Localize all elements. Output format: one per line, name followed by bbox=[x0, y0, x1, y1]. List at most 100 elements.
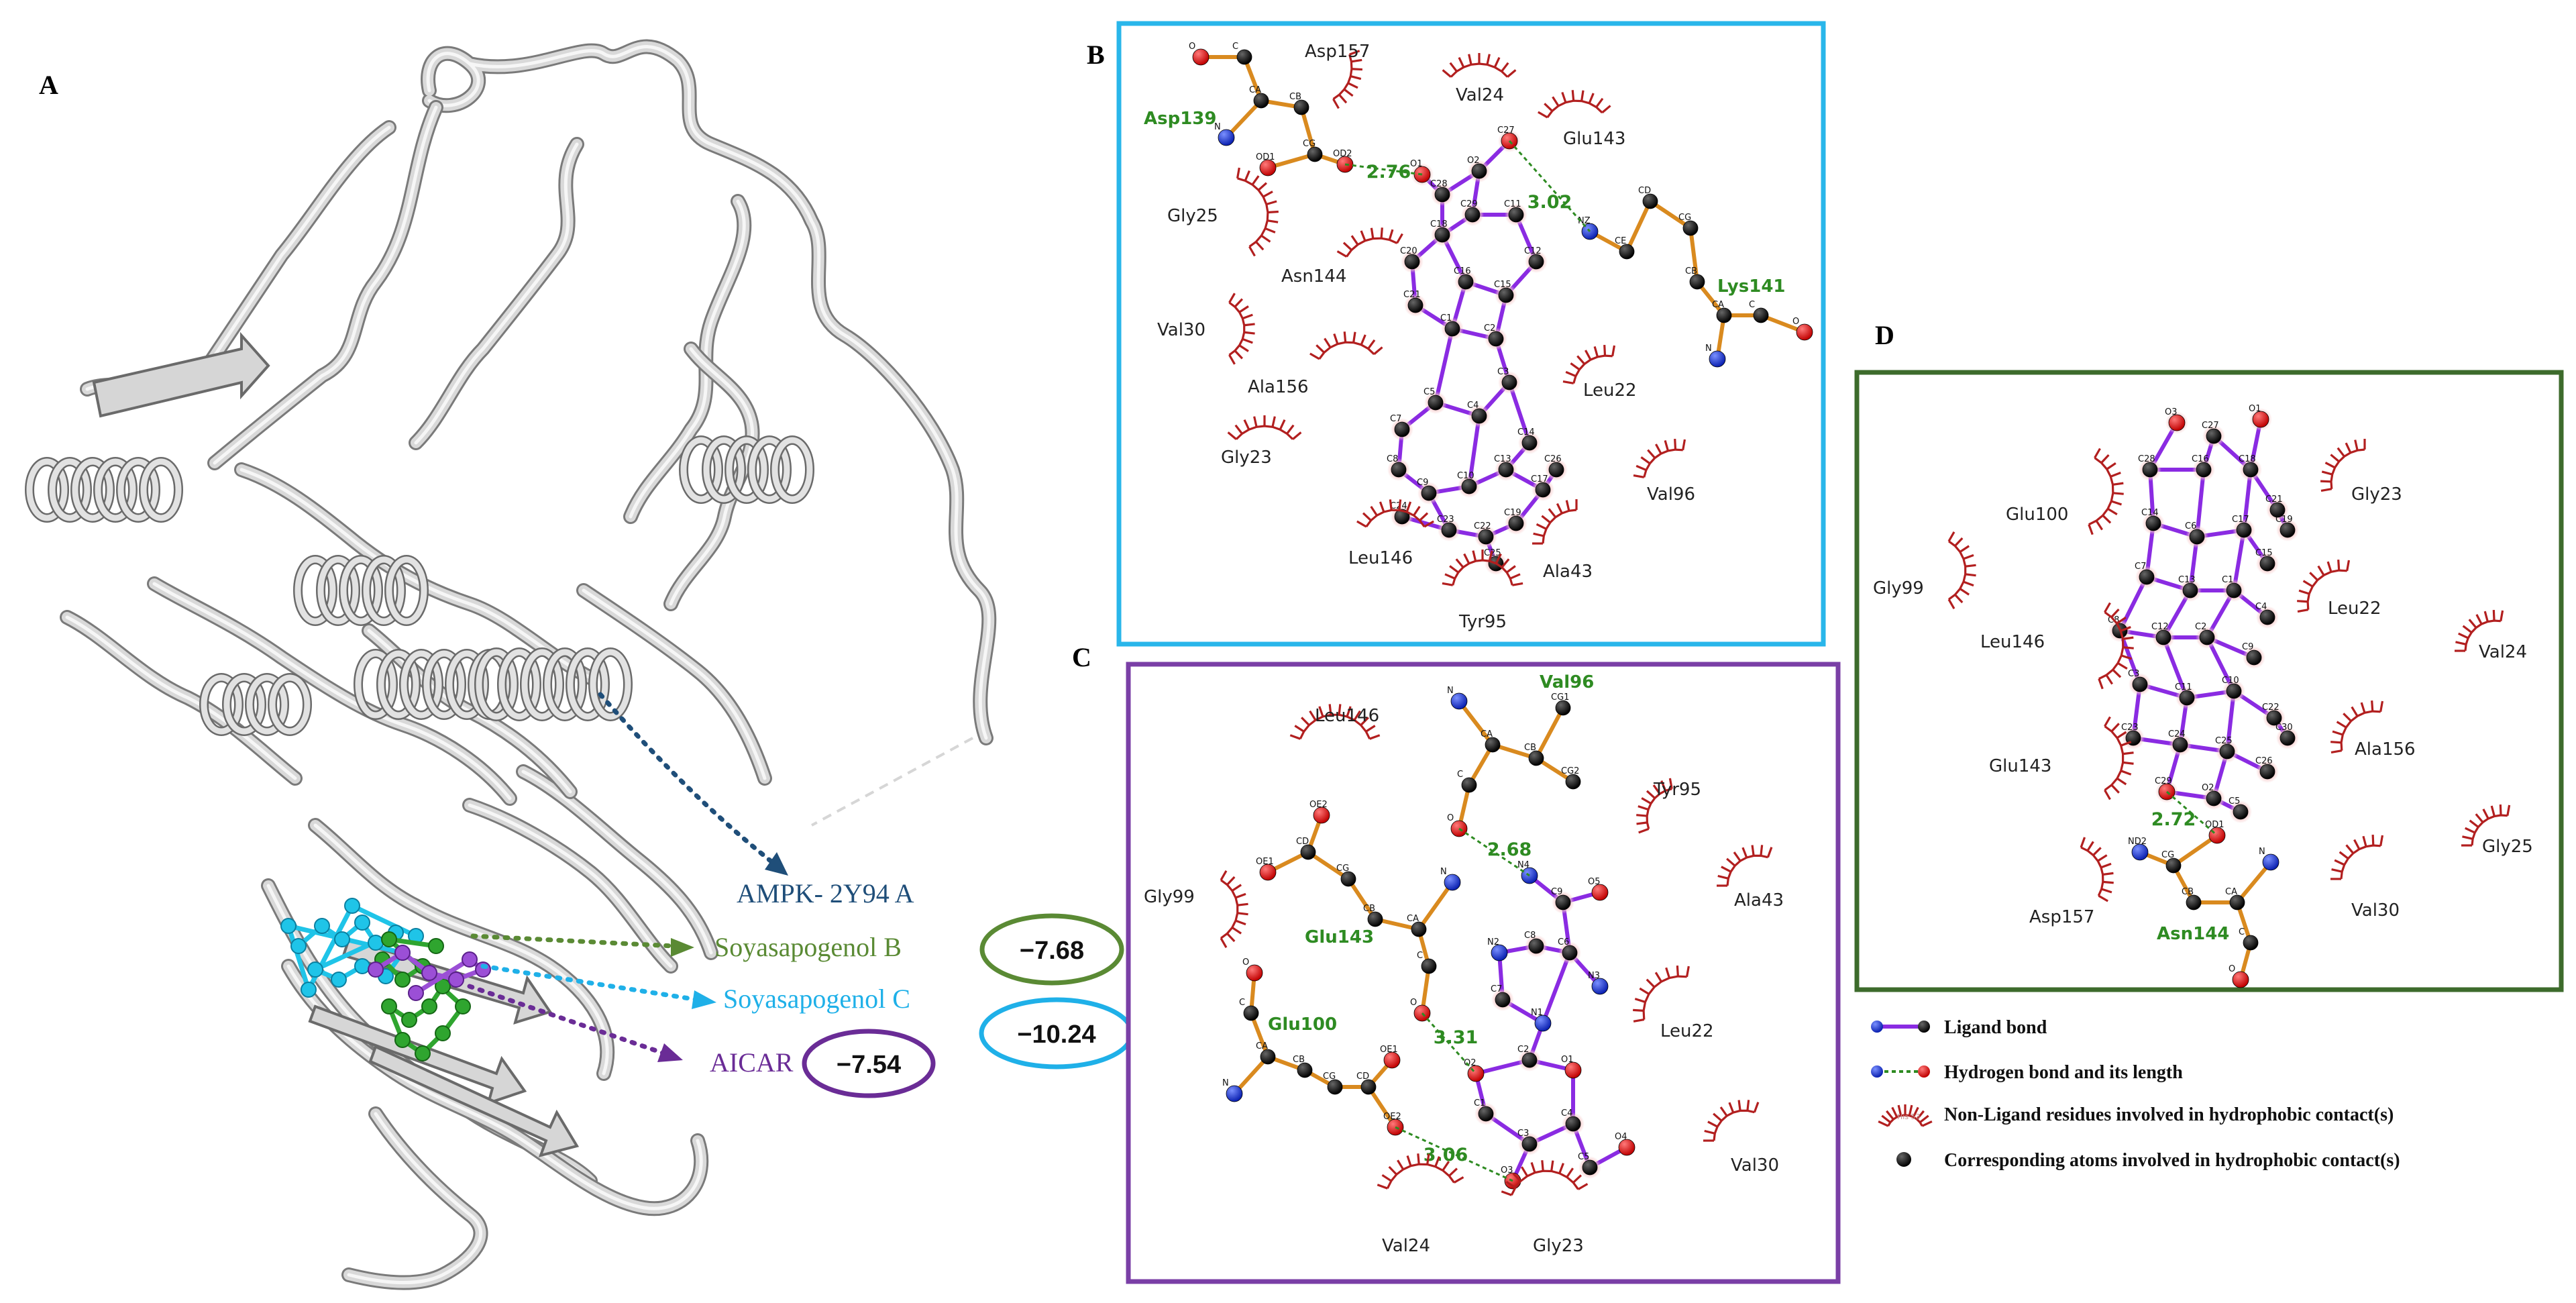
arc-spoke bbox=[2297, 600, 2308, 603]
ligand-ball bbox=[354, 915, 370, 931]
arc-spoke bbox=[1342, 242, 1352, 251]
atom-label: OD2 bbox=[1333, 149, 1352, 159]
arc-spoke bbox=[1234, 424, 1243, 435]
carbon-atom bbox=[1485, 737, 1501, 753]
atom-label: CB bbox=[1293, 1055, 1305, 1065]
arc-spoke bbox=[1236, 167, 1240, 179]
atom-label: C26 bbox=[1544, 454, 1562, 464]
residue-label: Asp157 bbox=[1305, 42, 1370, 62]
arc-curve bbox=[2330, 448, 2365, 489]
atom-label: C3 bbox=[1497, 367, 1509, 377]
atom-label: OD1 bbox=[2205, 820, 2224, 830]
arc-spoke bbox=[1550, 1160, 1554, 1171]
arc-spoke bbox=[2121, 741, 2132, 747]
bond bbox=[2171, 833, 2219, 868]
atom-label: C1 bbox=[1474, 1098, 1485, 1108]
carbon-atom bbox=[1682, 220, 1699, 236]
arc-spoke bbox=[1565, 370, 1576, 378]
arc-spoke bbox=[1726, 857, 1736, 867]
arc-spoke bbox=[1965, 573, 1976, 577]
hbond-residue-label: Asn144 bbox=[2157, 924, 2229, 944]
bound-ligands-ball-and-stick bbox=[280, 898, 491, 1061]
helix-turn bbox=[400, 650, 442, 719]
arc-spoke bbox=[1878, 1120, 1889, 1127]
atom-label: N4 bbox=[1517, 860, 1529, 870]
arc-spoke bbox=[2101, 888, 2112, 894]
arc-spoke bbox=[2116, 731, 2127, 739]
atom-label: C27 bbox=[2202, 421, 2219, 431]
atom-label: CA bbox=[1249, 85, 1261, 95]
hydrophobic-contact-arc bbox=[1633, 966, 1690, 1023]
atom-label: C10 bbox=[1457, 471, 1474, 481]
arc-spoke bbox=[1655, 444, 1662, 454]
carbon-atom bbox=[2266, 710, 2282, 726]
arc-spoke bbox=[2100, 862, 2112, 869]
arc-spoke bbox=[1541, 1160, 1544, 1171]
arc-spoke bbox=[1512, 1172, 1521, 1182]
protein-ribbon-cartoon bbox=[25, 39, 997, 1290]
carbon-atom bbox=[1434, 227, 1450, 243]
arc-curve bbox=[1235, 425, 1294, 440]
arc-spoke bbox=[1685, 966, 1690, 978]
atom-label: N bbox=[1222, 1078, 1229, 1088]
ligand-ball bbox=[394, 1032, 411, 1048]
arc-spoke bbox=[1728, 1102, 1735, 1113]
arc-spoke bbox=[1713, 1112, 1723, 1122]
arc-spoke bbox=[2123, 751, 2134, 755]
oxygen-atom bbox=[2232, 971, 2249, 988]
helix-turn bbox=[223, 674, 265, 735]
arc-spoke bbox=[1346, 706, 1352, 717]
atom-label: CG bbox=[1678, 213, 1691, 223]
carbon-atom bbox=[1444, 321, 1460, 337]
arc-spoke bbox=[1538, 111, 1548, 119]
carbon-atom bbox=[2189, 529, 2205, 545]
residue-label: Glu100 bbox=[2006, 505, 2068, 525]
arc-spoke bbox=[1741, 847, 1748, 858]
arc-spoke bbox=[1448, 1167, 1458, 1177]
residue-label: Gly99 bbox=[1873, 578, 1924, 598]
carbon-atom bbox=[2259, 764, 2275, 780]
arc-spoke bbox=[2346, 560, 2351, 572]
panel-a-letter: A bbox=[39, 70, 58, 100]
bond bbox=[1541, 951, 1572, 1025]
helix-turn bbox=[521, 649, 563, 720]
atom-label: C15 bbox=[2255, 548, 2273, 558]
hydrophobic-contact-arc bbox=[1633, 439, 1686, 478]
arc-spoke bbox=[2475, 614, 2483, 625]
arc-spoke bbox=[1271, 416, 1276, 427]
arc-spoke bbox=[1751, 845, 1755, 856]
ligand-ball bbox=[421, 965, 437, 981]
arc-spoke bbox=[1635, 464, 1647, 472]
arc-spoke bbox=[1255, 241, 1265, 251]
carbon-atom bbox=[1689, 274, 1705, 290]
atom-label: CG1 bbox=[1551, 692, 1569, 702]
arc-spoke bbox=[1509, 573, 1521, 580]
arc-spoke bbox=[1226, 933, 1236, 943]
carbon-atom bbox=[1340, 871, 1356, 887]
ligand-ball bbox=[421, 998, 437, 1014]
arc-spoke bbox=[1565, 500, 1570, 511]
arc-spoke bbox=[2121, 770, 2132, 776]
arc-spoke bbox=[1571, 90, 1575, 101]
ligand-ball bbox=[368, 935, 384, 951]
residue-label: Leu146 bbox=[1348, 548, 1413, 568]
ligand-ball bbox=[401, 1012, 417, 1028]
arc-spoke bbox=[1488, 550, 1493, 562]
helix-turn bbox=[423, 650, 465, 719]
arc-spoke bbox=[1413, 505, 1421, 517]
helix-turn bbox=[355, 650, 396, 719]
carbon-atom bbox=[1458, 274, 1474, 290]
carbon-atom bbox=[1528, 938, 1544, 954]
arc-spoke bbox=[1231, 927, 1242, 935]
arc-spoke bbox=[1453, 1176, 1464, 1184]
arc-spoke bbox=[1577, 1183, 1589, 1190]
carbon-atom bbox=[1716, 307, 1732, 323]
carbon-atom bbox=[1471, 163, 1487, 179]
arc-spoke bbox=[1737, 1100, 1741, 1111]
hbond-distance: 3.02 bbox=[1527, 192, 1572, 213]
helix-turn bbox=[476, 649, 517, 720]
panel-c-letter: C bbox=[1072, 642, 1091, 672]
hydrophobic-contact-arc bbox=[1377, 1153, 1464, 1190]
arc-spoke bbox=[2116, 616, 2127, 625]
arc-curve bbox=[1546, 99, 1603, 118]
